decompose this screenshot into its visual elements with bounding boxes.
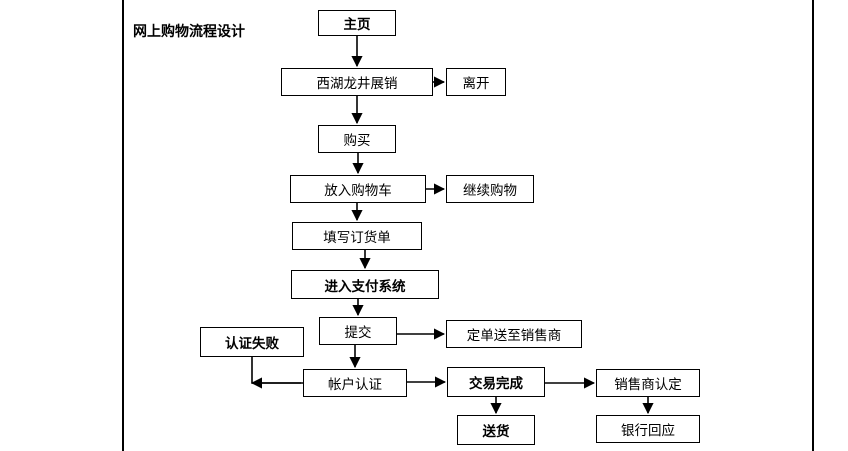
node-fillorder[interactable]: 填写订货单 bbox=[292, 222, 422, 250]
node-home[interactable]: 主页 bbox=[318, 10, 396, 36]
node-label: 主页 bbox=[343, 17, 371, 32]
node-bankreply[interactable]: 银行回应 bbox=[596, 415, 700, 443]
node-deliver[interactable]: 送货 bbox=[457, 415, 535, 445]
node-label: 认证失败 bbox=[225, 336, 279, 351]
node-label: 离开 bbox=[462, 76, 490, 91]
node-label: 帐户认证 bbox=[328, 377, 382, 392]
node-promo[interactable]: 西湖龙井展销 bbox=[281, 68, 433, 96]
node-continue[interactable]: 继续购物 bbox=[446, 175, 534, 203]
node-label: 填写订货单 bbox=[323, 230, 391, 245]
node-label: 交易完成 bbox=[469, 376, 523, 391]
connector-authfail-to-accountauth bbox=[251, 357, 301, 384]
node-label: 西湖龙井展销 bbox=[316, 76, 398, 91]
node-authfail[interactable]: 认证失败 bbox=[200, 327, 304, 357]
node-label: 销售商认定 bbox=[614, 377, 682, 392]
right-page-rule bbox=[812, 0, 814, 451]
node-accountauth[interactable]: 帐户认证 bbox=[303, 369, 407, 397]
node-dealdone[interactable]: 交易完成 bbox=[447, 367, 545, 397]
node-addcart[interactable]: 放入购物车 bbox=[290, 175, 426, 203]
node-label: 送货 bbox=[482, 424, 510, 439]
node-buy[interactable]: 购买 bbox=[318, 125, 396, 153]
node-label: 进入支付系统 bbox=[324, 278, 406, 294]
node-payment[interactable]: 进入支付系统 bbox=[291, 270, 439, 299]
node-label: 购买 bbox=[343, 133, 371, 148]
node-label: 定单送至销售商 bbox=[466, 328, 562, 343]
node-toseller[interactable]: 定单送至销售商 bbox=[446, 320, 582, 348]
node-leave[interactable]: 离开 bbox=[446, 68, 506, 96]
node-sellerconfirm[interactable]: 销售商认定 bbox=[596, 369, 700, 397]
diagram-title: 网上购物流程设计 bbox=[133, 23, 245, 39]
node-submit[interactable]: 提交 bbox=[319, 317, 397, 345]
node-label: 继续购物 bbox=[463, 183, 517, 198]
left-page-rule bbox=[122, 0, 124, 451]
node-label: 银行回应 bbox=[621, 423, 675, 438]
node-label: 提交 bbox=[344, 325, 372, 340]
node-label: 放入购物车 bbox=[324, 183, 392, 198]
